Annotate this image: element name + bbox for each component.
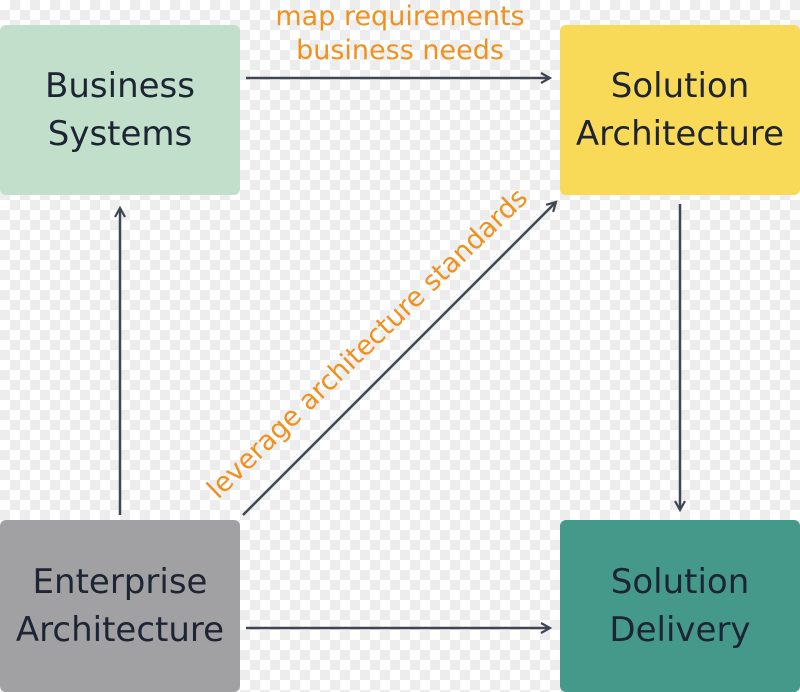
enterprise-architecture-box: Enterprise Architecture: [0, 520, 240, 692]
enterprise-architecture-line1: Enterprise: [32, 562, 208, 602]
map-requirements-line1: map requirements: [275, 1, 525, 32]
solution-delivery-box: Solution Delivery: [560, 520, 800, 692]
map-requirements-label: map requirements business needs: [275, 0, 524, 68]
business-systems-line2: Systems: [47, 114, 193, 154]
business-systems-box: Business Systems: [0, 25, 240, 195]
enterprise-architecture-line2: Architecture: [15, 610, 225, 650]
map-requirements-line2: business needs: [296, 35, 504, 66]
solution-delivery-line1: Solution: [610, 562, 750, 602]
arrow-enterprise-to-solution-architecture: [242, 202, 556, 516]
solution-architecture-line2: Architecture: [575, 114, 785, 154]
solution-architecture-box: Solution Architecture: [560, 25, 800, 195]
solution-delivery-line2: Delivery: [609, 610, 751, 650]
solution-architecture-line1: Solution: [610, 66, 750, 106]
business-systems-line1: Business: [45, 66, 195, 106]
